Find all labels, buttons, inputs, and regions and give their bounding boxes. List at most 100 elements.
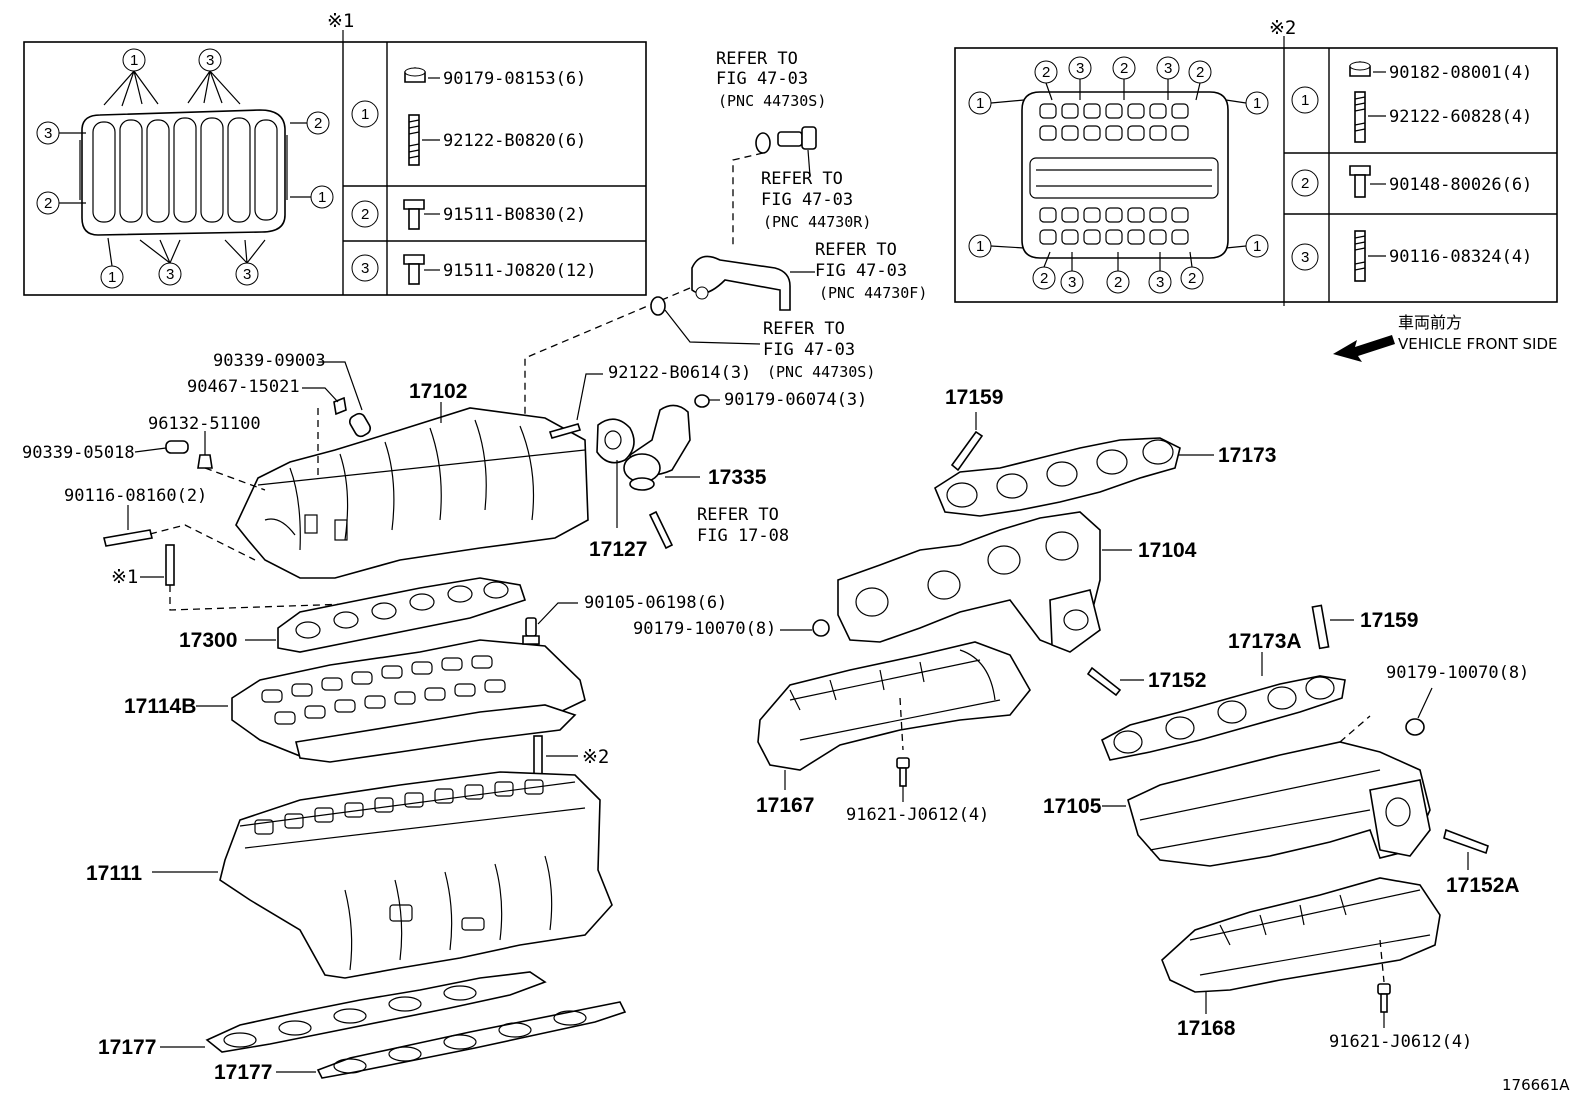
- svg-text:FIG 47-03: FIG 47-03: [716, 69, 808, 89]
- inset1-callouts: 1 3 3 2 2 1 1 3 3: [36, 48, 334, 289]
- stud-17152: [1086, 666, 1144, 697]
- heat-insulator-17168-drawing: [1161, 877, 1441, 993]
- svg-text:3: 3: [1156, 274, 1164, 291]
- nut-90179-06074: [694, 394, 720, 408]
- label-90179-06074: 90179-06074(3): [724, 390, 867, 410]
- label-90467-15021: 90467-15021: [187, 377, 300, 397]
- label-17111: 17111: [86, 862, 142, 885]
- label-17167: 17167: [756, 794, 814, 817]
- label-17104: 17104: [1138, 539, 1197, 562]
- label-17114B: 17114B: [124, 695, 196, 718]
- gasket-17173A-drawing: [1100, 675, 1346, 761]
- svg-text:2: 2: [1188, 270, 1196, 287]
- label-17127: 17127: [589, 538, 647, 561]
- label-90339-09003: 90339-09003: [213, 351, 326, 371]
- gasket-17177-upper-drawing: [205, 971, 547, 1053]
- stud-17152A: [1443, 828, 1489, 870]
- gasket-17114B-drawing: [231, 639, 586, 763]
- leader-90339-09003: [318, 361, 363, 411]
- svg-text:3: 3: [44, 125, 52, 142]
- table2-row1-num: 1: [1291, 86, 1319, 114]
- intake-plenum-17102-drawing: [235, 407, 589, 579]
- mark-1-ref: ※1: [111, 566, 138, 588]
- nut-icon: [1349, 61, 1371, 77]
- label-90105-06198: 90105-06198(6): [584, 593, 727, 613]
- lower-gasket-plan-drawing: [1021, 91, 1229, 259]
- refer-block-4: REFER TO FIG 47-03 (PNC 44730S): [763, 319, 875, 381]
- table1-part-92122-B0820: 92122-B0820(6): [443, 131, 586, 151]
- gasket-17177-lower-drawing: [316, 1001, 627, 1079]
- stud-icon: [1354, 91, 1366, 143]
- label-17152: 17152: [1148, 669, 1206, 692]
- table1-part-91511-B0830: 91511-B0830(2): [443, 205, 586, 225]
- label-17159-a: 17159: [945, 386, 1003, 409]
- leader-90339-05018: [134, 447, 167, 453]
- svg-text:1: 1: [318, 189, 326, 206]
- svg-text:(PNC 44730F): (PNC 44730F): [819, 284, 927, 302]
- table1-row3-num: 3: [351, 254, 379, 282]
- table1-row2-num: 2: [351, 200, 379, 228]
- svg-text:(PNC 44730R): (PNC 44730R): [763, 213, 871, 231]
- svg-text:1: 1: [1253, 95, 1261, 112]
- svg-text:3: 3: [166, 266, 174, 283]
- bolt-91621-J0612-a: [896, 697, 910, 802]
- table2-part-92122-60828: 92122-60828(4): [1389, 107, 1532, 127]
- svg-text:2: 2: [1040, 270, 1048, 287]
- exhaust-manifold-17104-drawing: [837, 511, 1101, 653]
- svg-text:REFER TO: REFER TO: [763, 319, 845, 339]
- label-92122-B0614: 92122-B0614(3): [608, 363, 751, 383]
- label-91621-J0612-a: 91621-J0612(4): [846, 805, 989, 825]
- table2-part-90116-08324: 90116-08324(4): [1389, 247, 1532, 267]
- stud-17159-lower: [1311, 604, 1354, 650]
- inset2-callouts: 1 1 1 1 2 3 2 3 2 2 3 2 3 2: [968, 56, 1269, 294]
- refer-block-5: REFER TO FIG 17-08: [697, 505, 789, 546]
- label-17300: 17300: [179, 629, 237, 652]
- egr-pipe-hardware: [524, 126, 817, 430]
- svg-text:1: 1: [108, 269, 116, 286]
- direction-label-jp: 車両前方: [1398, 313, 1462, 332]
- svg-text:FIG 47-03: FIG 47-03: [763, 340, 855, 360]
- svg-text:1: 1: [130, 52, 138, 69]
- svg-text:REFER TO: REFER TO: [716, 49, 798, 69]
- svg-text:2: 2: [44, 195, 52, 212]
- label-17335: 17335: [708, 466, 767, 489]
- bolt-icon: [1349, 165, 1371, 198]
- exhaust-manifold-17105-drawing: [1127, 715, 1431, 867]
- label-90179-10070-b: 90179-10070(8): [1386, 663, 1529, 683]
- table2-row2-num: 2: [1291, 169, 1319, 197]
- label-17105: 17105: [1043, 795, 1102, 818]
- svg-text:3: 3: [1301, 249, 1309, 266]
- table2-part-90148-80026: 90148-80026(6): [1389, 175, 1532, 195]
- refer-block-3: REFER TO FIG 47-03 (PNC 44730F): [815, 240, 927, 302]
- table1-part-91511-J0820: 91511-J0820(12): [443, 261, 597, 281]
- svg-text:2: 2: [1114, 274, 1122, 291]
- nut-90179-10070: [780, 619, 830, 637]
- gasket-17300-drawing: [277, 577, 527, 653]
- label-17168: 17168: [1177, 1017, 1236, 1040]
- bolt-91621-J0612-b: [1377, 939, 1391, 1028]
- svg-text:FIG 17-08: FIG 17-08: [697, 526, 789, 546]
- stud-icon: [1354, 230, 1366, 282]
- label-91621-J0612-b: 91621-J0612(4): [1329, 1032, 1472, 1052]
- nut-90179-10070-b: [1405, 687, 1433, 736]
- heat-insulator-17167-drawing: [757, 641, 1031, 771]
- inset-table-1: ※1 1 3 3 2 2 1: [23, 10, 647, 296]
- table1-part-90179-08153: 90179-08153(6): [443, 69, 586, 89]
- inset1-leaders: [59, 70, 311, 267]
- svg-text:REFER TO: REFER TO: [815, 240, 897, 260]
- svg-text:REFER TO: REFER TO: [761, 169, 843, 189]
- intake-gasket-plan-drawing: [79, 109, 288, 236]
- svg-text:1: 1: [361, 106, 369, 123]
- svg-text:REFER TO: REFER TO: [697, 505, 779, 525]
- vehicle-front-indicator: 車両前方 VEHICLE FRONT SIDE: [1333, 313, 1558, 362]
- label-17177-a: 17177: [98, 1036, 156, 1059]
- svg-text:2: 2: [314, 115, 322, 132]
- bolt-icon: [403, 254, 425, 285]
- label-17152A: 17152A: [1446, 874, 1520, 897]
- table1-row1-num: 1: [351, 100, 379, 128]
- bolt-icon: [403, 199, 425, 230]
- svg-text:2: 2: [1120, 60, 1128, 77]
- inset-table-2: ※2: [954, 17, 1558, 306]
- stud-icon: [408, 114, 420, 166]
